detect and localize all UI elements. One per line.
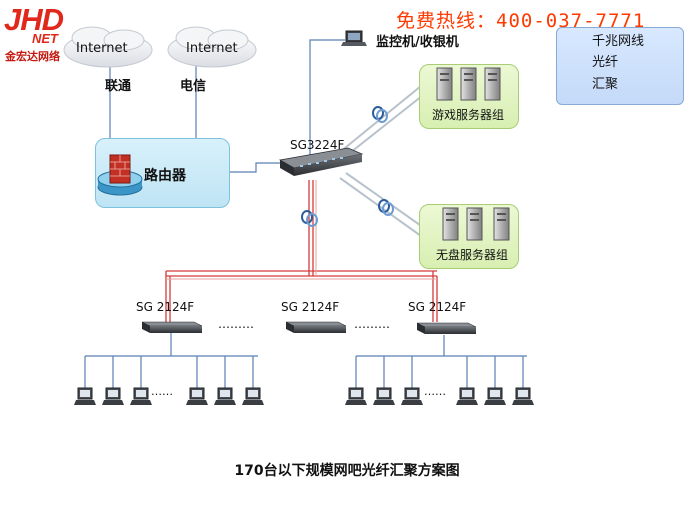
pc-icon bbox=[373, 387, 395, 405]
core-switch-icon bbox=[278, 147, 364, 176]
access-switch-icon bbox=[141, 321, 203, 333]
router-label: 路由器 bbox=[144, 168, 186, 184]
pc-icon bbox=[484, 387, 506, 405]
pc-group bbox=[74, 387, 534, 405]
access-switch-label: SG 2124F bbox=[281, 300, 340, 314]
cloud-unicom bbox=[63, 26, 153, 68]
aggregation-icon bbox=[372, 106, 388, 123]
diskless-server-label: 无盘服务器组 bbox=[436, 248, 509, 262]
cloud-unicom-label: Internet bbox=[76, 41, 128, 56]
pc-icon bbox=[186, 387, 208, 405]
access-switch-label: SG 2124F bbox=[408, 300, 467, 314]
server-icon bbox=[442, 207, 510, 241]
isp-telecom-label: 电信 bbox=[180, 79, 207, 94]
pc-icon bbox=[74, 387, 96, 405]
pc-ellipsis: …… bbox=[151, 385, 173, 398]
firewall-router-icon bbox=[97, 154, 143, 196]
isp-unicom-label: 联通 bbox=[105, 79, 132, 94]
diagram-caption: 170台以下规模网吧光纤汇聚方案图 bbox=[234, 463, 460, 479]
link-router-core bbox=[228, 162, 280, 173]
core-switch-label: SG3224F bbox=[290, 138, 345, 152]
logo-brand: JHD bbox=[4, 2, 64, 37]
pc-icon bbox=[102, 387, 124, 405]
switch-ellipsis: ……… bbox=[218, 317, 254, 331]
access-switch-icon bbox=[416, 322, 477, 334]
logo-company: 金宏达网络 bbox=[5, 50, 60, 63]
legend bbox=[556, 27, 684, 105]
legend-gigabit-label: 千兆网线 bbox=[592, 34, 645, 49]
switch-ellipsis: ……… bbox=[354, 317, 390, 331]
pc-icon bbox=[130, 387, 152, 405]
pc-icon bbox=[214, 387, 236, 405]
cloud-telecom-label: Internet bbox=[186, 41, 238, 56]
logo-net: NET bbox=[32, 31, 58, 46]
aggregation-icon bbox=[301, 210, 318, 227]
access-switch-label: SG 2124F bbox=[136, 300, 195, 314]
laptop-icon bbox=[341, 30, 367, 46]
monitor-label: 监控机/收银机 bbox=[376, 35, 459, 50]
aggregation-icon bbox=[378, 199, 394, 216]
access-switch-icon bbox=[285, 321, 347, 333]
server-icon bbox=[436, 67, 501, 101]
link-core-monitor bbox=[309, 39, 345, 155]
game-server-label: 游戏服务器组 bbox=[432, 108, 505, 122]
pc-icon bbox=[512, 387, 534, 405]
pc-ellipsis: …… bbox=[424, 385, 446, 398]
pc-icon bbox=[401, 387, 423, 405]
legend-aggregation-label: 汇聚 bbox=[592, 77, 619, 92]
legend-fiber-label: 光纤 bbox=[592, 55, 619, 70]
pc-icon bbox=[242, 387, 264, 405]
gigabit-links bbox=[84, 39, 527, 388]
cloud-telecom bbox=[167, 26, 257, 68]
pc-icon bbox=[345, 387, 367, 405]
hotline-text: 免费热线：400-037-7771 bbox=[396, 10, 646, 32]
pc-icon bbox=[456, 387, 478, 405]
